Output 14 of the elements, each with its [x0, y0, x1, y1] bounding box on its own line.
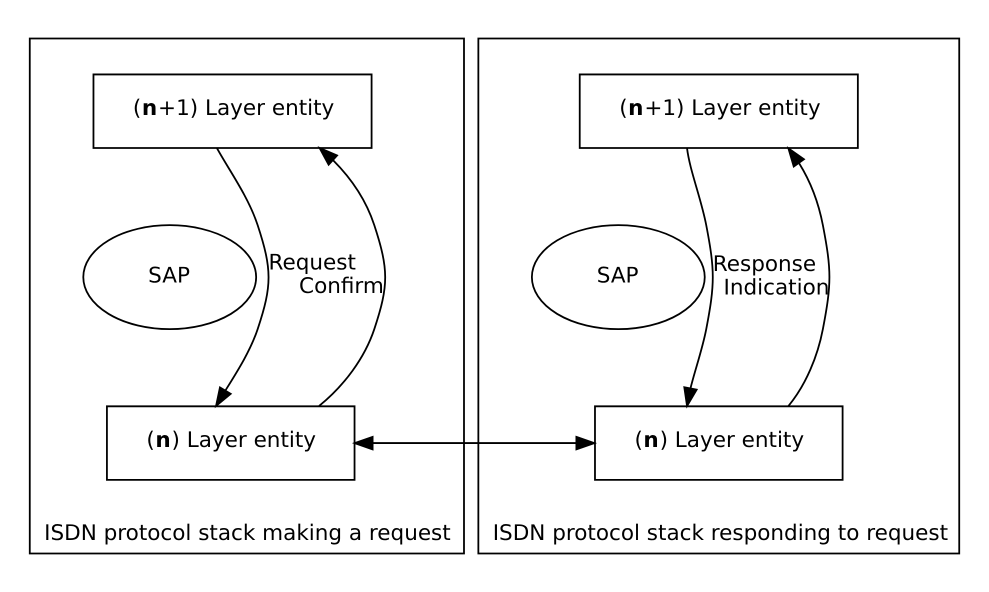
edge-label: Response — [712, 252, 816, 278]
arrow — [786, 146, 830, 407]
arrow — [683, 148, 714, 409]
node-box: (n) Layer entity — [594, 405, 844, 481]
node-box: (n+1) Layer entity — [578, 74, 859, 149]
node-box: (n+1) Layer entity — [92, 74, 372, 149]
edge-label: Request — [268, 250, 356, 276]
node-ellipse: SAP — [82, 224, 258, 330]
node-box: (n) Layer entity — [106, 405, 356, 481]
arrow — [214, 148, 270, 408]
node-ellipse: SAP — [530, 224, 706, 330]
arrow — [318, 146, 386, 407]
edge-label: Confirm — [299, 274, 384, 300]
edge-label: Indication — [724, 275, 830, 300]
